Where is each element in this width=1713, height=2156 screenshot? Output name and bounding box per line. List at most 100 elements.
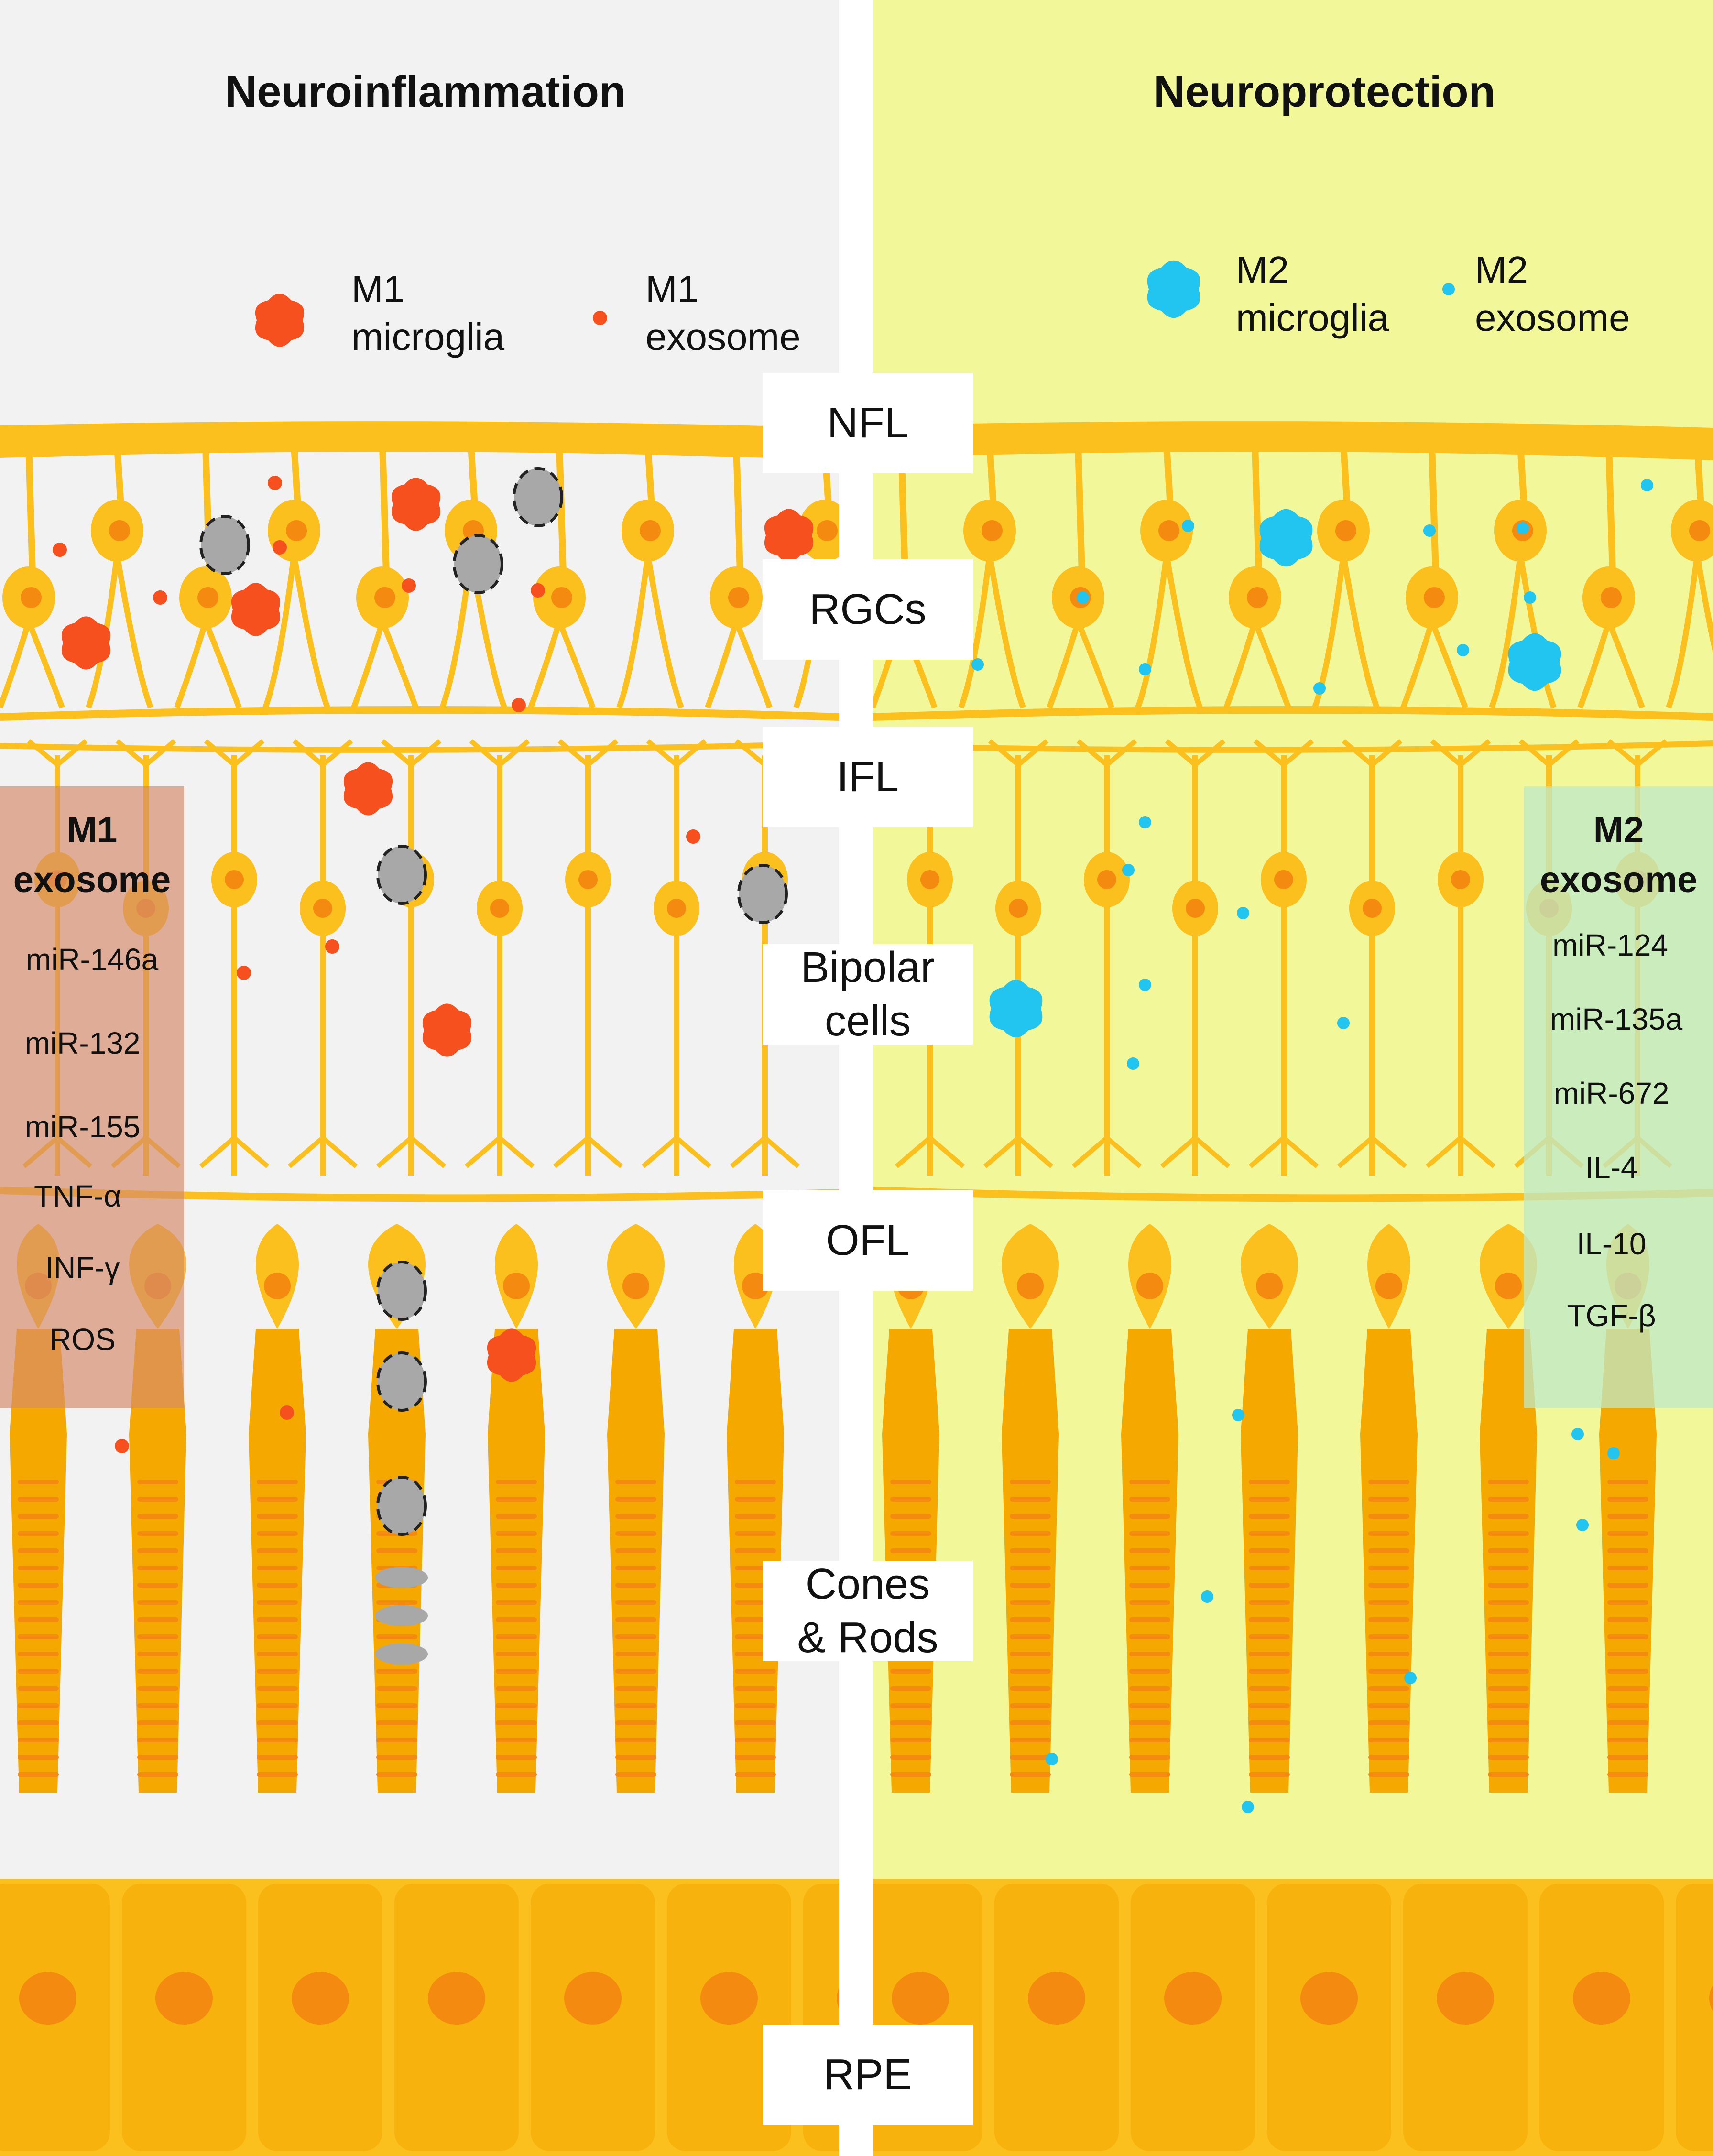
m2-exosome-box: M2 exosome miR-124 miR-135a miR-672 IL-4… [1524, 786, 1713, 1408]
rgc-nucleus [374, 587, 395, 608]
rgc-dendrite [1400, 620, 1468, 709]
rgc-nucleus [982, 520, 1003, 541]
bipolar-nucleus [920, 870, 939, 889]
legend-m1-exosome-line1: M1 [645, 268, 699, 310]
m1-exosome-dot [686, 829, 700, 844]
m2-exosome-dot [1313, 682, 1326, 695]
degenerating-cell [376, 1261, 427, 1321]
layer-label-cones-line1: Cones [805, 1560, 930, 1608]
rgc-axon [1694, 444, 1704, 507]
photoreceptor-nucleus [742, 1273, 769, 1299]
rpe-nucleus [1573, 1972, 1630, 2025]
layer-label-bipolar-line1: Bipolar [800, 944, 935, 991]
rgc-axon [468, 444, 478, 507]
photoreceptor-body [488, 1329, 545, 1793]
m2-exosome-dot [1182, 520, 1194, 532]
rpe-nucleus [1164, 1972, 1222, 2025]
bipolar-branch [1602, 739, 1673, 1168]
m1-exosome-dot [237, 966, 251, 980]
rgc-nucleus [1335, 520, 1356, 541]
m1-microglia-icon [764, 509, 814, 562]
degenerating-cell [453, 534, 503, 594]
bipolar-branch [983, 739, 1054, 1168]
bipolar-branch [110, 739, 181, 1168]
layer-label-bipolar-line2: cells [824, 997, 911, 1045]
rgc-nucleus [197, 587, 218, 608]
microglia-and-exosomes [53, 260, 1653, 1813]
legend-m1-exosome-line2: exosome [645, 316, 801, 358]
rgc-axon [1605, 444, 1616, 574]
rgc-nucleus [817, 520, 838, 541]
m2-exosome-dot [1607, 1447, 1620, 1459]
m2-exosome-dot [1641, 479, 1653, 491]
rgc-dendrite [1135, 554, 1203, 709]
rpe-nucleus [292, 1972, 349, 2025]
rgc-dendrite [1312, 554, 1380, 709]
bipolar-nucleus [313, 899, 332, 918]
m1-microglia-icon [231, 583, 281, 636]
m1-exosome-box: M1 exosome miR-146a miR-132 miR-155 TNF-… [0, 786, 184, 1408]
rgc-axon [1429, 444, 1439, 574]
bipolar-branch [199, 739, 270, 1168]
legend-m1-microglia-line1: M1 [351, 268, 405, 310]
rgc-nucleus [1689, 520, 1710, 541]
rgc-axon [986, 444, 997, 507]
m1-microglia-icon [422, 1003, 472, 1057]
m2-exosome-dot [1139, 663, 1151, 675]
m1-exosome-dot [531, 583, 545, 598]
degenerating-cell [737, 864, 788, 924]
layer-label-rpe: RPE [763, 2025, 973, 2125]
nerve-fiber [0, 426, 839, 443]
bipolar-nucleus [490, 899, 509, 918]
rpe-cell [1676, 1884, 1713, 2151]
m1-exosome-dot [512, 698, 526, 712]
m2-exosome-dot [1232, 1409, 1244, 1421]
rgc-nucleus [728, 587, 749, 608]
nerve-fiber [0, 437, 839, 455]
rgc-nucleus [1158, 520, 1179, 541]
ifl-band [873, 706, 1713, 721]
rpe-nucleus [1300, 1972, 1358, 2025]
m2-box-item: miR-672 [1553, 1076, 1669, 1111]
m2-exosome-dot [1524, 591, 1536, 604]
nerve-fiber [0, 442, 839, 460]
bipolar-branch [287, 739, 358, 1168]
m1-box-item: TNF-α [34, 1179, 121, 1213]
m1-exosome-dot [280, 1405, 294, 1420]
bipolar-nucleus [1097, 870, 1116, 889]
rgc-nucleus [21, 587, 42, 608]
left-panel-title: Neuroinflammation [225, 67, 626, 116]
layer-label-cones-line2: & Rods [797, 1614, 938, 1662]
legend-m2-microglia-line2: microglia [1236, 296, 1389, 339]
m2-box-item: IL-10 [1576, 1227, 1647, 1261]
rgc-axon [1340, 444, 1351, 507]
rgc-dendrite [616, 554, 684, 709]
m1-microglia-icon [487, 1328, 536, 1382]
bipolar-branch [553, 739, 623, 1168]
legend-m2-exosome-line2: exosome [1475, 296, 1630, 339]
photoreceptor-body [1599, 1329, 1657, 1793]
rgc-axon [291, 444, 301, 507]
rgc-dendrite [351, 620, 419, 709]
photoreceptor-nucleus [1495, 1273, 1522, 1299]
photoreceptor-nucleus [622, 1273, 649, 1299]
rgc-nucleus [1247, 587, 1268, 608]
photoreceptor-body [607, 1329, 665, 1793]
nerve-fiber [873, 442, 1713, 460]
nerve-fiber [873, 437, 1713, 455]
nerve-fiber [873, 426, 1713, 443]
center-divider [839, 0, 873, 2156]
rgc-nucleus [1601, 587, 1622, 608]
rpe-nucleus [892, 1972, 949, 2025]
m1-microglia-icon [343, 762, 393, 816]
degenerating-fragment [375, 1644, 428, 1665]
m1-exosome-dot [115, 1439, 129, 1453]
bipolar-nucleus [667, 899, 686, 918]
m1-box-title-line2: exosome [13, 860, 171, 900]
right-panel-title: Neuroprotection [1153, 67, 1495, 116]
rgc-axon [1252, 444, 1262, 574]
rgc-axon [1075, 444, 1085, 574]
degenerating-cell [513, 467, 563, 527]
photoreceptor-body [1121, 1329, 1178, 1793]
m2-exosome-dot [1122, 864, 1135, 876]
